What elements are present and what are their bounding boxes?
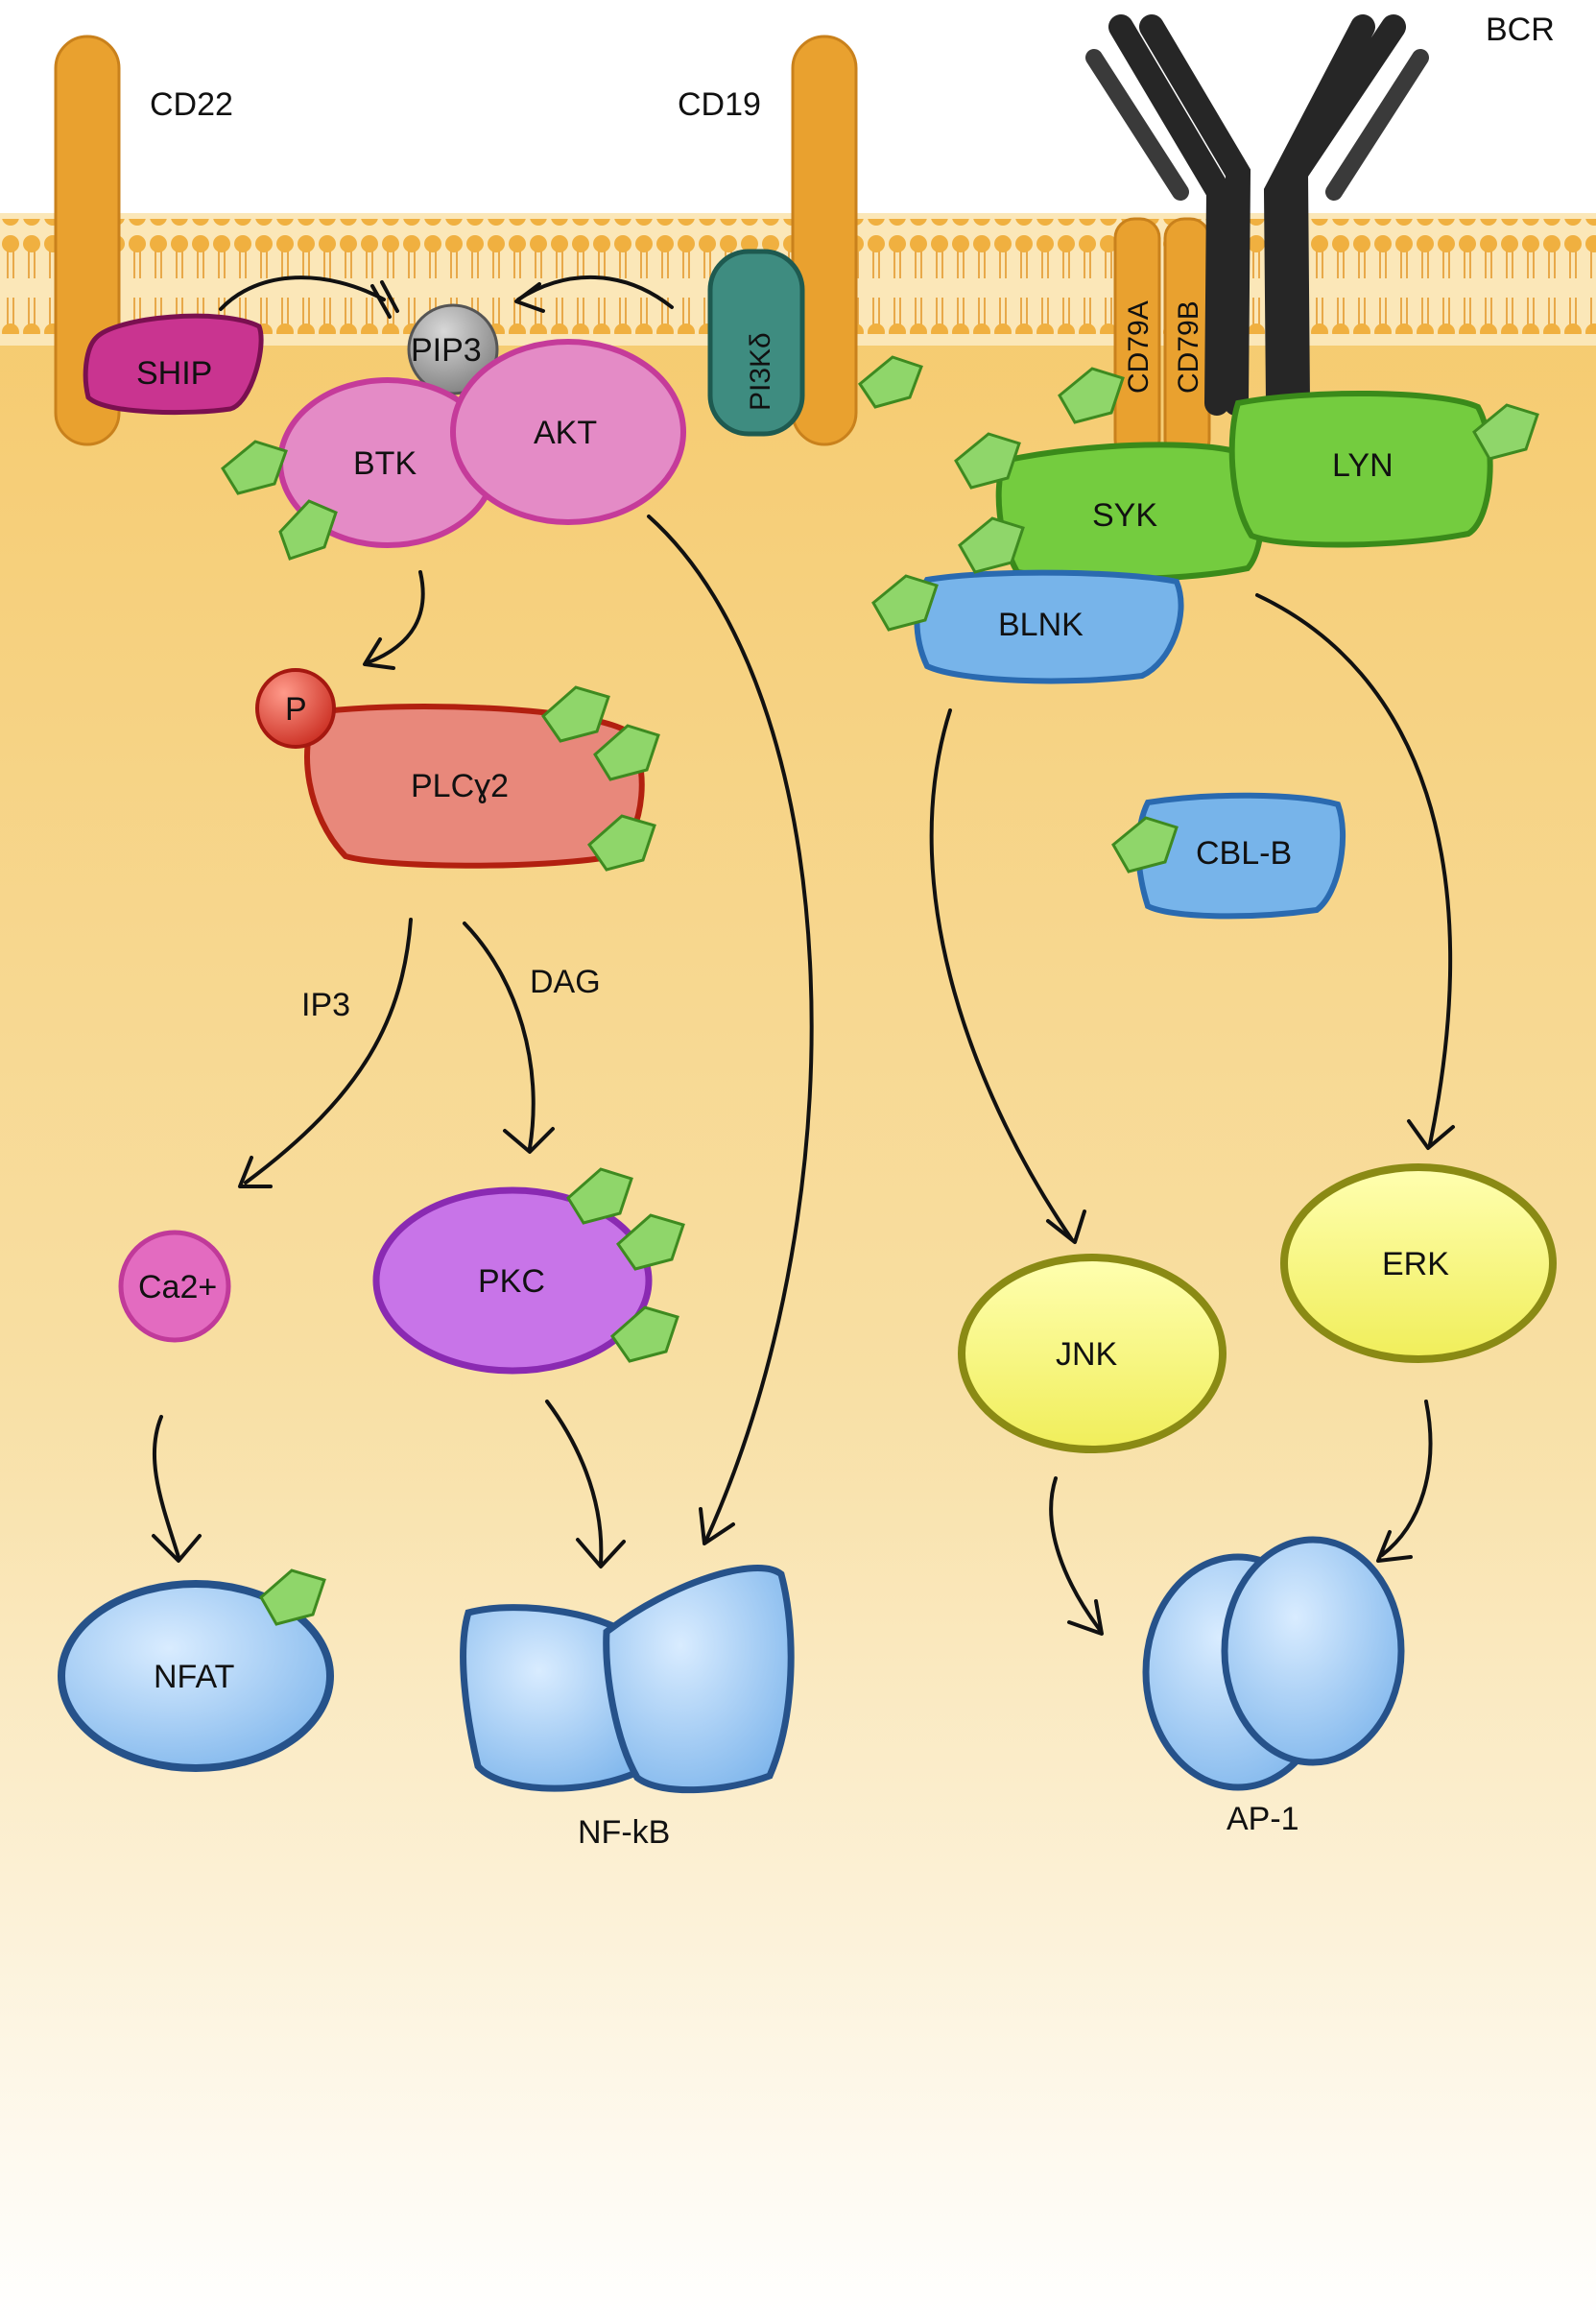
nfat-factor: NFAT — [58, 1580, 334, 1772]
jnk-to-ap1-arrow — [1049, 1476, 1104, 1636]
phospho-tag-lyn — [1472, 403, 1539, 461]
pkc-protein: PKC — [372, 1186, 653, 1375]
plcg2-label: PLCɣ2 — [411, 768, 509, 804]
phospho-tag-pkc-2 — [616, 1213, 685, 1271]
cd19-label: CD19 — [678, 86, 761, 123]
ship-protein: SHIP — [83, 313, 264, 416]
plcg2-protein: PLCɣ2 — [304, 704, 645, 869]
cd79b-label: CD79B — [1173, 300, 1204, 394]
pi3k-label: PI3Kδ — [745, 332, 776, 411]
erk-label: ERK — [1382, 1246, 1449, 1282]
nfkb-label: NF-kB — [578, 1814, 670, 1851]
lyn-label: LYN — [1332, 447, 1394, 484]
syk-protein: SYK — [995, 442, 1265, 583]
phospho-tag-syk-2 — [954, 432, 1021, 490]
phospho-tag-plcg2-2 — [593, 724, 660, 781]
phospho-tag-cblb — [1111, 816, 1179, 874]
pi3k-delta-protein: PI3Kδ — [707, 249, 805, 437]
phosphorylation-site: P — [255, 668, 336, 749]
phospho-tag-btk-1 — [221, 440, 288, 495]
pip3-label: PIP3 — [411, 332, 482, 369]
btk-to-plcg2-arrow — [363, 570, 425, 670]
phospho-tag-syk-3 — [958, 516, 1025, 574]
dag-label: DAG — [530, 964, 601, 1000]
phospho-tag-pkc-1 — [566, 1167, 633, 1225]
bcr-receptor: BCR — [1085, 12, 1555, 416]
phospho-tag-syk-1 — [1058, 367, 1125, 424]
erk-to-ap1-arrow — [1376, 1400, 1433, 1563]
ca2-ion: Ca2+ — [118, 1230, 231, 1343]
akt-label: AKT — [534, 415, 597, 451]
ship-label: SHIP — [136, 355, 212, 392]
blnk-label: BLNK — [998, 607, 1084, 643]
pip3-lipid: PIP3 — [407, 303, 499, 395]
cd79b-receptor: CD79B — [1163, 217, 1211, 461]
phospho-tag-pkc-3 — [610, 1305, 679, 1363]
jnk-label: JNK — [1056, 1336, 1118, 1373]
nfkb-factor: NF-kB — [460, 1565, 795, 1851]
erk-kinase: ERK — [1280, 1163, 1557, 1363]
phospho-tag-nfat — [259, 1568, 326, 1626]
phospho-tag-btk-2 — [278, 499, 338, 561]
cd79a-label: CD79A — [1123, 300, 1155, 394]
btk-label: BTK — [353, 445, 417, 482]
blnk-to-jnk-arrow — [929, 708, 1086, 1244]
ap1-factor: AP-1 — [1142, 1536, 1405, 1837]
pi3k-to-pip3-arrow — [514, 275, 674, 313]
syk-to-erk-arrow — [1255, 593, 1455, 1150]
blnk-protein: BLNK — [914, 569, 1184, 684]
phospho-tag-cd19 — [857, 355, 923, 409]
cd22-label: CD22 — [150, 86, 233, 123]
pkc-label: PKC — [478, 1263, 545, 1300]
ca2-label: Ca2+ — [138, 1269, 217, 1305]
phospho-label: P — [285, 691, 307, 728]
jnk-kinase: JNK — [958, 1254, 1227, 1453]
cblb-protein: CBL-B — [1135, 792, 1346, 920]
syk-label: SYK — [1092, 497, 1157, 534]
phospho-tag-blnk — [871, 574, 939, 632]
ship-inhibition-arrow — [219, 275, 399, 319]
phospho-tag-plcg2-3 — [587, 814, 656, 872]
cd79a-receptor: CD79A — [1113, 217, 1161, 461]
plcg2-to-pkc-arrow — [463, 922, 555, 1154]
ap1-label: AP-1 — [1227, 1801, 1299, 1837]
akt-protein: AKT — [450, 339, 686, 525]
cd19-receptor: CD19 — [678, 35, 858, 446]
plcg2-to-ca2-arrow — [238, 918, 413, 1188]
cblb-label: CBL-B — [1196, 835, 1292, 872]
lyn-protein: LYN — [1228, 390, 1493, 548]
ca2-to-nfat-arrow — [152, 1415, 202, 1563]
akt-to-nfkb-arrow — [647, 515, 814, 1545]
nfat-label: NFAT — [154, 1659, 234, 1695]
bcr-label: BCR — [1486, 12, 1555, 48]
ip3-label: IP3 — [301, 987, 350, 1023]
pkc-to-nfkb-arrow — [545, 1400, 626, 1568]
phospho-tag-plcg2-1 — [541, 685, 610, 743]
